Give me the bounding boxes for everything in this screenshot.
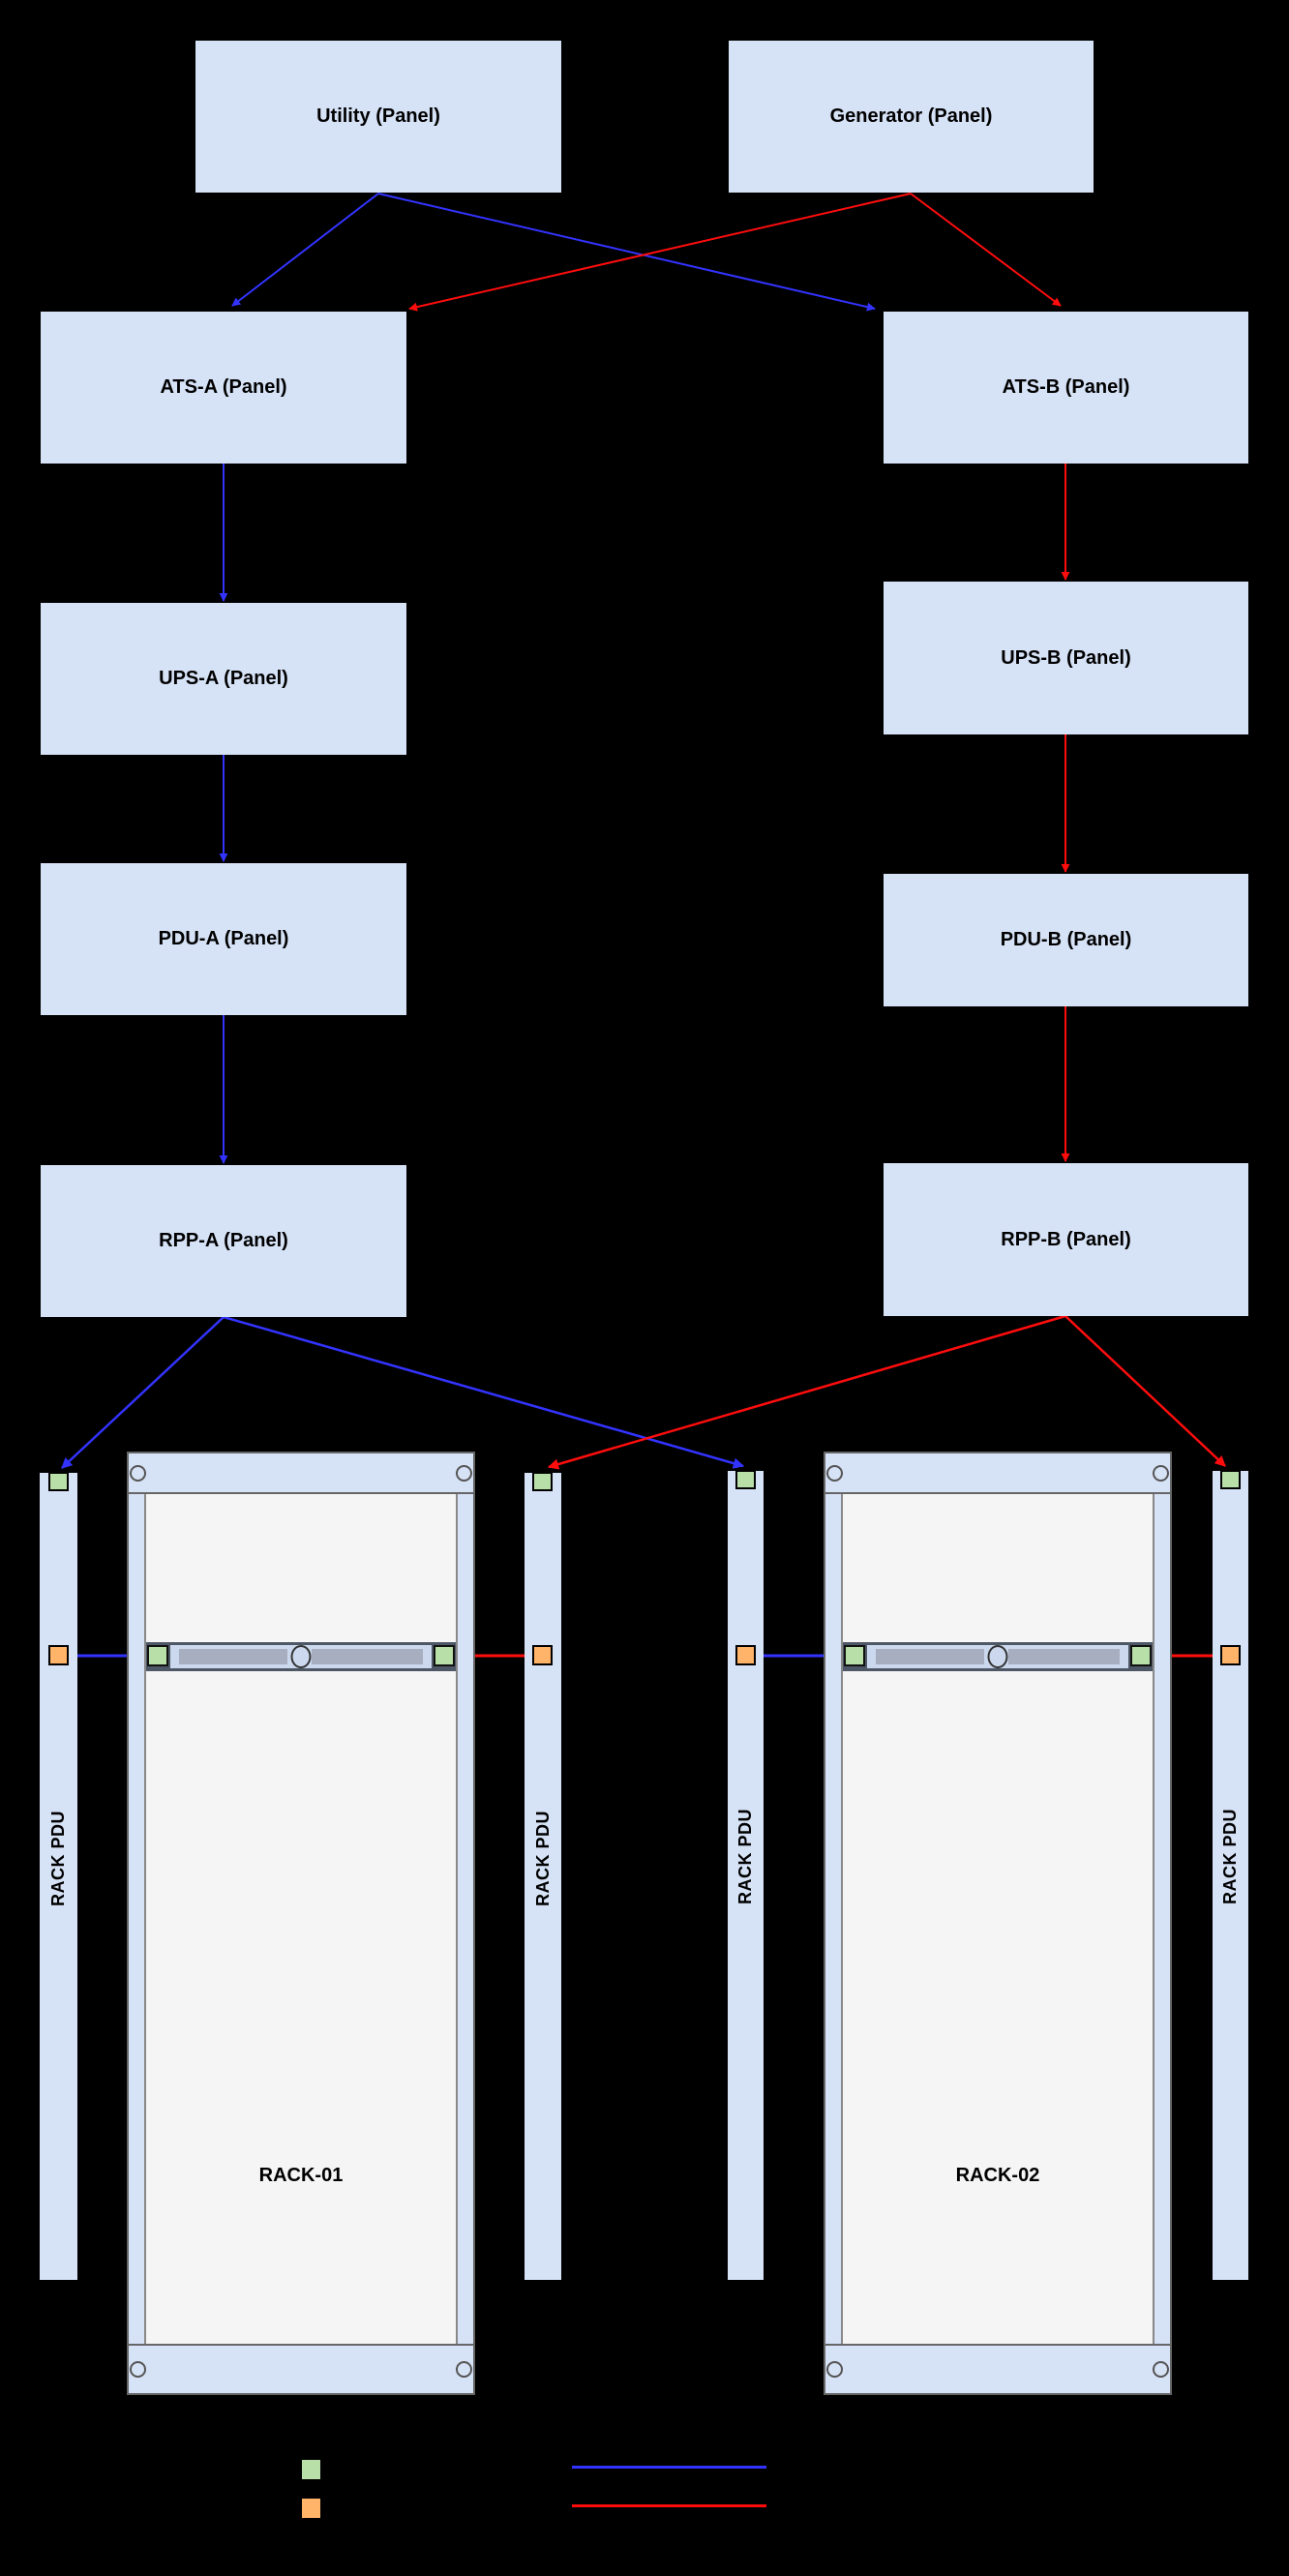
pdu-a-panel-node: PDU-A (Panel) <box>41 863 406 1015</box>
mounting-hole-icon <box>826 2361 843 2378</box>
rack-pdu-strip-4 <box>1213 1471 1248 2280</box>
server-1-psu-right-square <box>434 1645 455 1666</box>
utility-panel-label: Utility (Panel) <box>316 105 440 127</box>
pdu-4-input-square <box>1220 1470 1241 1489</box>
generator-panel-label: Generator (Panel) <box>829 105 993 127</box>
server-1-psu-left-square <box>147 1645 168 1666</box>
connection-rpp-a-to-rack-pdu-1 <box>61 1316 225 1469</box>
mounting-hole-icon <box>1153 2361 1169 2378</box>
connection-rpp-b-to-rack-pdu-4 <box>1064 1315 1226 1467</box>
legend-psu-green-swatch <box>302 2460 320 2479</box>
rack-pdu-2-label: RACK PDU <box>525 1732 562 1984</box>
connection-rpp-a-to-rack-pdu-3 <box>223 1315 745 1469</box>
server-2-front-button-icon <box>987 1645 1008 1668</box>
pdu-4-outlet-square <box>1220 1645 1241 1665</box>
rack-02-top-panel <box>825 1453 1170 1494</box>
server-2-psu-left-square <box>844 1645 865 1666</box>
rpp-a-panel-node: RPP-A (Panel) <box>41 1165 406 1317</box>
rpp-b-panel-node: RPP-B (Panel) <box>884 1163 1248 1316</box>
mounting-hole-icon <box>456 1465 472 1482</box>
rack-pdu-strip-3 <box>728 1471 764 2280</box>
server-vent <box>876 1649 984 1664</box>
rack-02-right-rail <box>1153 1494 1170 2344</box>
server-vent <box>312 1649 423 1664</box>
rack-pdu-3-label: RACK PDU <box>727 1730 764 1982</box>
rpp-b-panel-label: RPP-B (Panel) <box>1001 1228 1131 1250</box>
server-1-front-button-icon <box>290 1645 312 1668</box>
generator-panel-node: Generator (Panel) <box>729 41 1094 193</box>
rack-02-bottom-panel <box>825 2344 1170 2393</box>
server-2 <box>843 1642 1153 1671</box>
rack-02-label: RACK-02 <box>955 2165 1040 2186</box>
rack-pdu-strip-1 <box>40 1473 77 2280</box>
connection-utility-to-ats-a <box>231 193 379 307</box>
rack-pdu-1-label: RACK PDU <box>40 1732 77 1984</box>
pdu-1-outlet-square <box>48 1645 69 1665</box>
server-2-psu-right-square <box>1130 1645 1152 1666</box>
server-vent <box>179 1649 287 1664</box>
ups-b-panel-label: UPS-B (Panel) <box>1001 646 1131 669</box>
ups-a-panel-label: UPS-A (Panel) <box>159 668 288 689</box>
pdu-2-outlet-square <box>532 1645 553 1665</box>
connection-rpp-b-to-rack-pdu-2 <box>547 1314 1066 1470</box>
rack-01-right-rail <box>456 1494 473 2344</box>
pdu-2-input-square <box>532 1472 553 1491</box>
pdu-3-outlet-square <box>735 1645 756 1665</box>
rack-01-left-rail <box>129 1494 146 2344</box>
connection-generator-to-ats-a <box>408 193 912 312</box>
ats-a-panel-node: ATS-A (Panel) <box>41 312 406 464</box>
legend-feed-b-line <box>572 2504 766 2507</box>
pdu-3-input-square <box>735 1470 756 1489</box>
rack-02-left-rail <box>825 1494 843 2344</box>
ats-b-panel-label: ATS-B (Panel) <box>1002 376 1130 398</box>
rack-02: RACK-02 <box>824 1452 1172 2395</box>
pdu-1-input-square <box>48 1472 69 1491</box>
rack-01: RACK-01 <box>127 1452 475 2395</box>
rack-01-label: RACK-01 <box>258 2165 344 2186</box>
ats-b-panel-node: ATS-B (Panel) <box>884 312 1248 464</box>
mounting-hole-icon <box>456 2361 472 2378</box>
ups-a-panel-node: UPS-A (Panel) <box>41 603 406 755</box>
rack-pdu-2-label-text: RACK PDU <box>533 1810 554 1906</box>
rpp-a-panel-label: RPP-A (Panel) <box>159 1230 288 1251</box>
legend-outlet-orange-swatch <box>302 2499 320 2518</box>
connection-generator-to-ats-b <box>910 193 1062 307</box>
ups-b-panel-node: UPS-B (Panel) <box>884 582 1248 734</box>
rack-pdu-strip-2 <box>525 1473 561 2280</box>
rack-01-top-panel <box>129 1453 473 1494</box>
pdu-b-panel-node: PDU-B (Panel) <box>884 874 1248 1006</box>
legend-feed-a-line <box>572 2466 766 2469</box>
rack-pdu-4-label-text: RACK PDU <box>1220 1808 1241 1904</box>
mounting-hole-icon <box>1153 1465 1169 1482</box>
utility-panel-node: Utility (Panel) <box>195 41 561 193</box>
ats-a-panel-label: ATS-A (Panel) <box>160 376 287 398</box>
pdu-a-panel-label: PDU-A (Panel) <box>158 928 289 949</box>
connection-utility-to-ats-b <box>377 193 876 312</box>
mounting-hole-icon <box>826 1465 843 1482</box>
server-1 <box>146 1642 456 1671</box>
rack-pdu-3-label-text: RACK PDU <box>735 1808 756 1904</box>
rack-pdu-1-label-text: RACK PDU <box>48 1810 69 1906</box>
pdu-b-panel-label: PDU-B (Panel) <box>1000 929 1132 950</box>
rack-01-bottom-panel <box>129 2344 473 2393</box>
mounting-hole-icon <box>130 2361 146 2378</box>
server-vent <box>1008 1649 1120 1664</box>
mounting-hole-icon <box>130 1465 146 1482</box>
rack-pdu-4-label: RACK PDU <box>1212 1730 1249 1982</box>
